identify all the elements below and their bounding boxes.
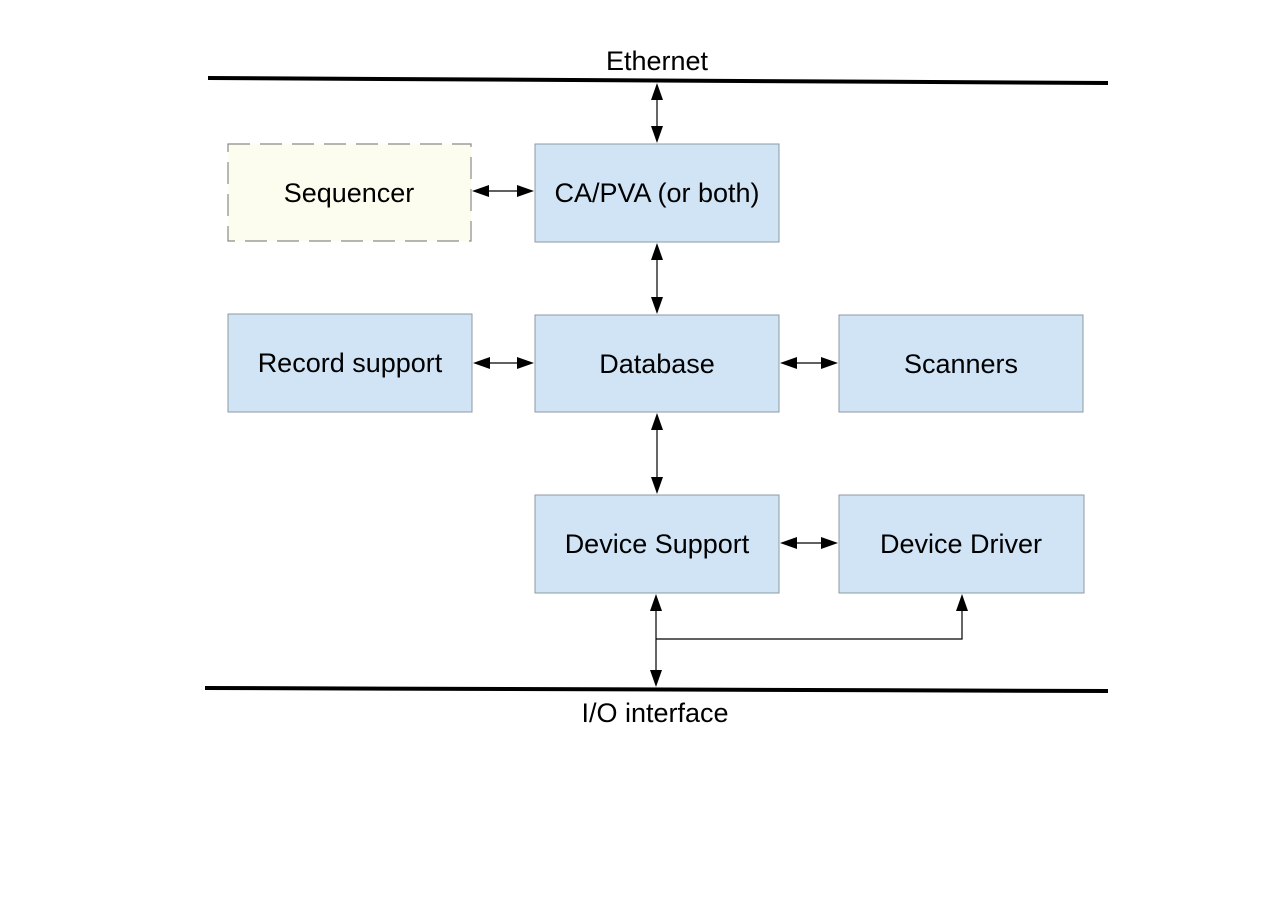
record-support-database-arrow [473,357,534,369]
database-scanners-arrow [780,357,838,369]
ethernet-label: Ethernet [606,46,709,76]
device-driver-label: Device Driver [880,529,1042,559]
database-device-support-arrow [651,413,663,494]
device-driver-io-branch-arrow [656,594,968,640]
io-interface-label: I/O interface [581,698,728,728]
io-interface-bus-line [204,686,1109,693]
sequencer-box: Sequencer [227,143,472,242]
database-label: Database [599,349,715,379]
ethernet-bus-line [207,76,1109,85]
scanners-label: Scanners [904,349,1018,379]
ca-pva-label: CA/PVA (or both) [554,178,759,208]
ethernet-ca-pva-arrow [651,83,663,143]
device-driver-box: Device Driver [838,494,1085,594]
device-support-device-driver-arrow [780,537,838,549]
sequencer-label: Sequencer [284,178,415,208]
sequencer-ca-pva-arrow [472,185,534,197]
record-support-label: Record support [258,348,443,378]
device-support-io-arrow [650,594,662,687]
scanners-box: Scanners [838,314,1084,413]
ca-pva-box: CA/PVA (or both) [534,143,780,243]
device-support-box: Device Support [534,494,780,594]
device-support-label: Device Support [565,529,750,559]
database-box: Database [534,314,780,413]
ca-pva-database-arrow [651,243,663,314]
record-support-box: Record support [227,313,473,413]
